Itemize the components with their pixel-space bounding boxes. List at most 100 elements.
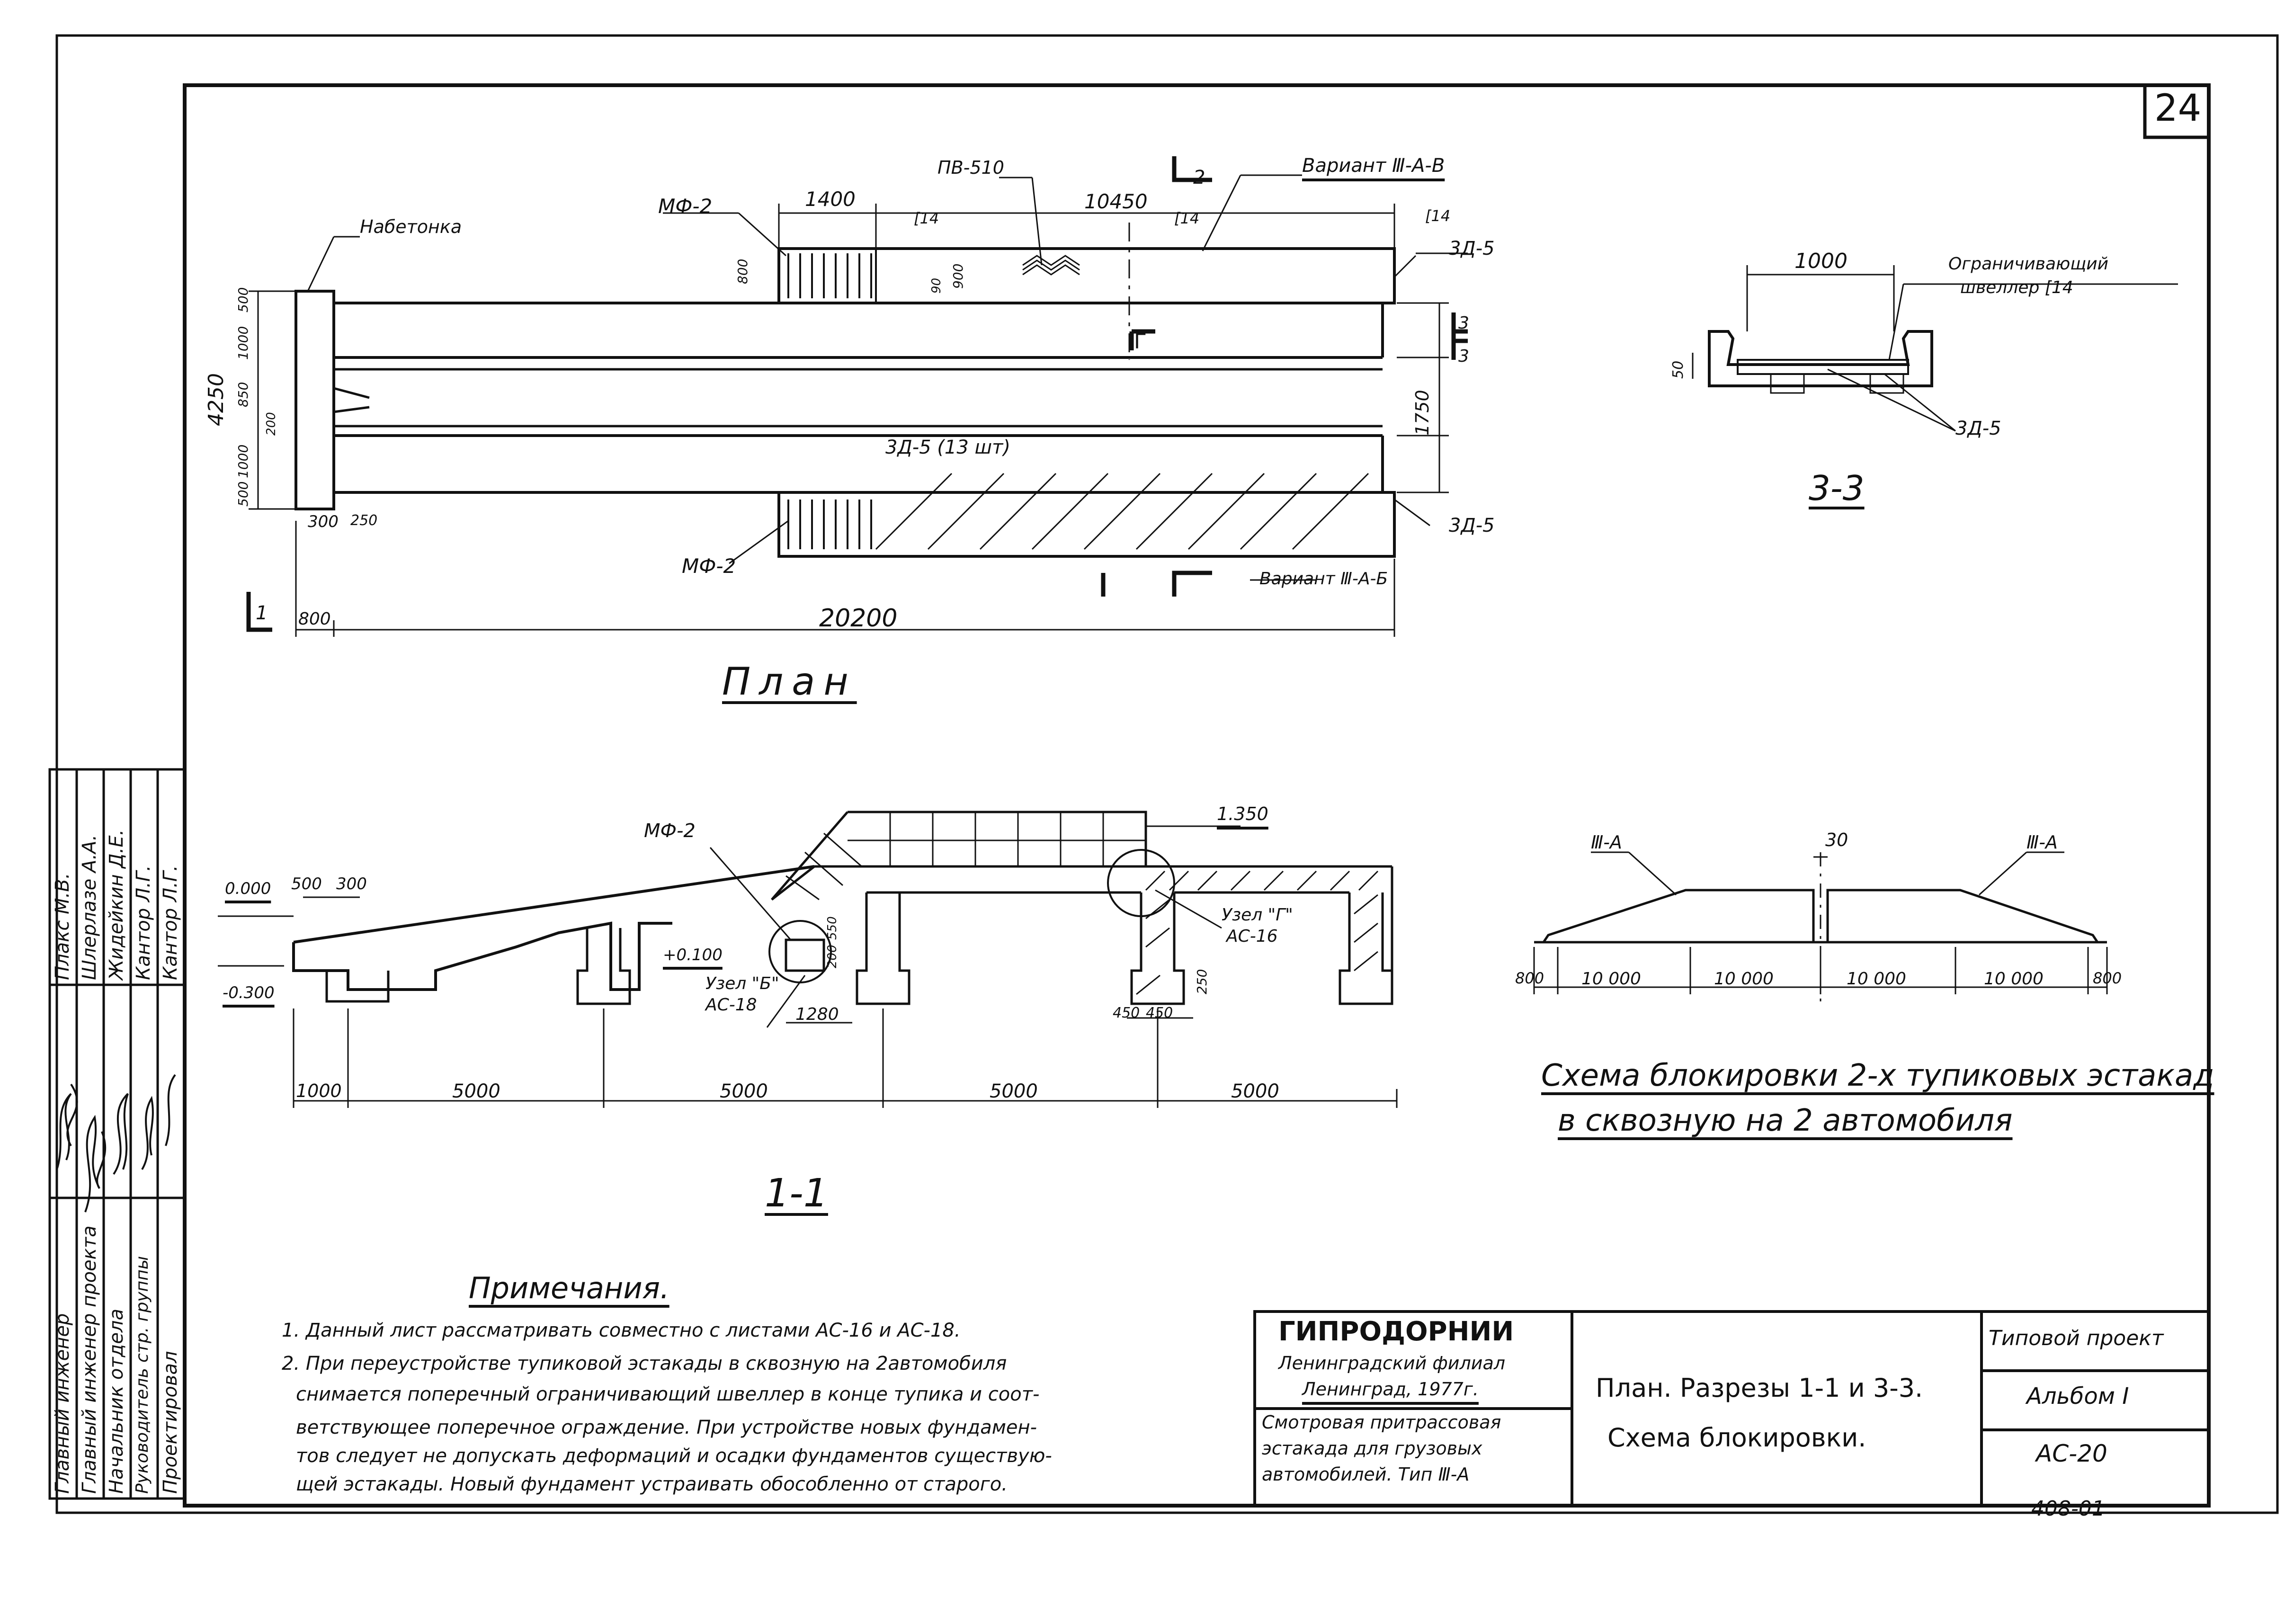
dim-300-plan: 300 xyxy=(308,512,339,531)
section-mark-3-top: 3 xyxy=(1458,313,1469,333)
stamp-album: Альбом I xyxy=(2026,1383,2129,1410)
dim-1000-33: 1000 xyxy=(1794,249,1848,273)
label-c14-c: [14 xyxy=(1425,207,1451,225)
section-3-3-title: 3-3 xyxy=(1809,468,1865,508)
note-line-5: тов следует не допускать деформаций и ос… xyxy=(296,1445,1052,1467)
stamp-object-3: автомобилей. Тип Ⅲ-А xyxy=(1262,1464,1470,1485)
staff-role-1: Главный инженер xyxy=(52,1313,73,1494)
elevation-1350: 1.350 xyxy=(1217,803,1268,824)
scheme-title-line2: в сквозную на 2 автомобиля xyxy=(1558,1103,2013,1138)
dim-4250: 4250 xyxy=(204,373,228,426)
dim-5000-a: 5000 xyxy=(452,1080,500,1102)
dim-550: 550 xyxy=(825,916,839,940)
label-limiter-1: Ограничивающий xyxy=(1948,254,2109,274)
elevation-0000: 0.000 xyxy=(225,879,271,898)
label-uzel-g: Узел "Г" xyxy=(1222,905,1293,925)
dim-500-left-bottom: 500 xyxy=(235,481,251,507)
section-mark-2: 2 xyxy=(1193,167,1205,188)
scheme-label-right: Ⅲ-А xyxy=(2026,832,2058,853)
dim-200-11: 200 xyxy=(825,945,839,968)
dim-1000-left-top: 1000 xyxy=(235,326,251,360)
album-code: 408-01 xyxy=(2031,1497,2105,1521)
staff-role-2: Главный инженер проекта xyxy=(79,1225,100,1494)
stamp-org-name: ГИПРОДОРНИИ xyxy=(1278,1316,1514,1347)
notes-heading: Примечания. xyxy=(469,1271,669,1305)
dim-250-plan: 250 xyxy=(350,512,378,529)
scheme-dim-10000-a: 10 000 xyxy=(1581,969,1641,989)
staff-role-5: Проектировал xyxy=(160,1351,181,1494)
dim-850: 850 xyxy=(235,382,251,407)
plan-title: План xyxy=(722,660,857,704)
dim-500-left-top: 500 xyxy=(235,287,251,312)
stamp-object-2: эстакада для грузовых xyxy=(1262,1438,1482,1459)
dim-20200: 20200 xyxy=(819,604,898,633)
staff-role-4: Руководитель стр. группы xyxy=(133,1256,152,1494)
note-line-4: ветствующее поперечное ограждение. При у… xyxy=(296,1417,1037,1438)
label-zd5-right-top: 3Д-5 xyxy=(1449,238,1495,259)
signatures xyxy=(56,1074,176,1213)
section-1-1-title: 1-1 xyxy=(765,1171,828,1216)
note-line-1: 1. Данный лист рассматривать совместно с… xyxy=(282,1320,961,1341)
blocking-scheme xyxy=(1533,851,2108,1004)
staff-name-5: Кантор Л.Г. xyxy=(160,865,181,980)
label-mf2-top: МФ-2 xyxy=(658,195,713,218)
note-line-6: щей эстакады. Новый фундамент устраивать… xyxy=(296,1473,1008,1495)
stamp-sheet-code: АС-20 xyxy=(2036,1440,2107,1467)
stamp-type-label: Типовой проект xyxy=(1989,1326,2164,1350)
label-c14-a: [14 xyxy=(914,209,939,227)
sheet-number-box xyxy=(2143,83,2211,139)
label-uzel-b: Узел "Б" xyxy=(705,974,779,993)
dim-1400: 1400 xyxy=(805,187,856,211)
scheme-label-left: Ⅲ-А xyxy=(1591,832,1622,853)
elevation-0100: +0.100 xyxy=(663,946,723,964)
label-zd5-right-bottom: 3Д-5 xyxy=(1449,515,1495,536)
label-pv510: ПВ-510 xyxy=(937,157,1004,178)
stamp-org-branch: Ленинградский филиал xyxy=(1278,1353,1506,1374)
dim-900: 900 xyxy=(950,263,966,289)
dim-5000-b: 5000 xyxy=(720,1080,768,1102)
dim-1000-left-bottom: 1000 xyxy=(235,444,251,478)
dim-50-33: 50 xyxy=(1670,360,1687,379)
dim-200: 200 xyxy=(264,412,278,436)
label-uzel-g-ref: АС-16 xyxy=(1226,927,1278,946)
elevation-minus-0300: -0.300 xyxy=(223,983,275,1002)
dim-5000-d: 5000 xyxy=(1231,1080,1279,1102)
label-c14-b: [14 xyxy=(1174,209,1200,227)
staff-role-3: Начальник отдела xyxy=(106,1308,127,1494)
label-mf2-section: МФ-2 xyxy=(644,820,696,842)
label-uzel-b-ref: АС-18 xyxy=(705,995,757,1015)
scheme-dim-800-right: 800 xyxy=(2093,969,2122,987)
dim-450-b: 450 xyxy=(1146,1005,1173,1021)
dim-5000-c: 5000 xyxy=(990,1080,1038,1102)
scheme-dim-10000-c: 10 000 xyxy=(1847,969,1906,989)
scheme-label-gap: 30 xyxy=(1825,830,1848,850)
stamp-org-city-year: Ленинград, 1977г. xyxy=(1302,1379,1479,1400)
title-block xyxy=(1253,1310,2210,1507)
section-1-1 xyxy=(218,811,1398,1108)
section-3-3 xyxy=(1692,265,2178,432)
section-mark-3-bottom: 3 xyxy=(1458,347,1469,366)
dim-10450: 10450 xyxy=(1084,190,1148,213)
label-zd5-33: 3Д-5 xyxy=(1955,418,2001,439)
note-line-2: 2. При переустройстве тупиковой эстакады… xyxy=(282,1353,1007,1374)
outer-frame xyxy=(55,34,2279,1514)
label-g: Г xyxy=(1134,330,1147,354)
sheet-number: 24 xyxy=(2154,87,2202,130)
dim-500-11: 500 xyxy=(291,874,322,893)
label-nabetonka: Набетонка xyxy=(360,216,462,237)
staff-name-3: Жидейкин Д.Е. xyxy=(106,829,127,980)
staff-name-1: Плакс М.В. xyxy=(52,873,73,980)
scheme-dim-10000-b: 10 000 xyxy=(1714,969,1774,989)
stamp-title-2: Схема блокировки. xyxy=(1607,1423,1866,1453)
scheme-title-line1: Схема блокировки 2-х тупиковых эстакад xyxy=(1541,1058,2214,1093)
label-zd5-count: 3Д-5 (13 шт) xyxy=(885,437,1011,458)
stamp-title-1: План. Разрезы 1-1 и 3-3. xyxy=(1596,1373,1923,1403)
section-mark-1: 1 xyxy=(256,602,268,624)
dim-800-plan: 800 xyxy=(298,609,331,629)
staff-name-2: Шлерлазе А.А. xyxy=(79,834,100,980)
stamp-object-1: Смотровая притрассовая xyxy=(1262,1412,1501,1433)
dim-450-a: 450 xyxy=(1113,1005,1140,1021)
dim-1000-11: 1000 xyxy=(296,1080,342,1101)
